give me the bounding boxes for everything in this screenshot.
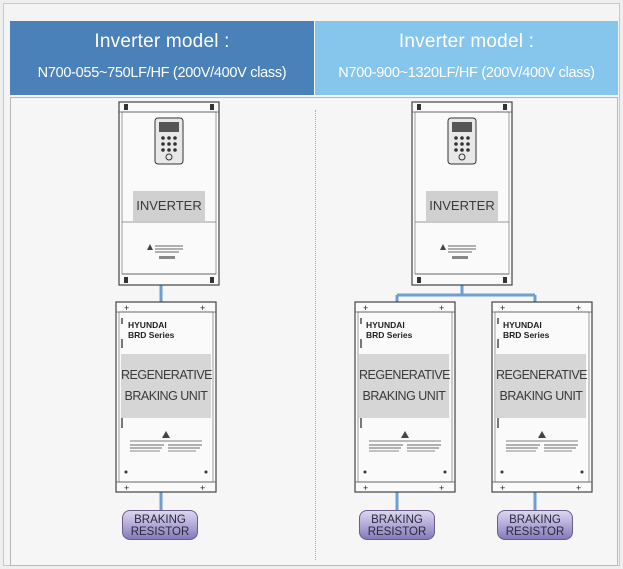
brd-brand-right-a: HYUNDAI BRD Series — [366, 320, 412, 340]
regen-line1: REGENERATIVE — [359, 368, 451, 382]
resistor-line2: RESISTOR — [367, 526, 427, 538]
resistor-line1: BRAKING — [371, 514, 423, 526]
braking-resistor-left: BRAKING RESISTOR — [122, 510, 198, 540]
resistor-line1: BRAKING — [134, 514, 186, 526]
connectors — [159, 285, 537, 510]
regen-label-right-a: REGENERATIVE BRAKING UNIT — [359, 354, 451, 418]
braking-resistor-right-a: BRAKING RESISTOR — [359, 510, 435, 540]
regen-line2: BRAKING UNIT — [124, 389, 208, 403]
brd-brand-name: HYUNDAI — [366, 320, 405, 330]
brd-series-name: BRD Series — [366, 330, 413, 340]
header-left-title: Inverter model : — [94, 31, 230, 52]
regen-line2: BRAKING UNIT — [499, 389, 583, 403]
regen-line1: REGENERATIVE — [121, 368, 213, 382]
brd-series-name: BRD Series — [503, 330, 550, 340]
header-right-title: Inverter model : — [398, 31, 535, 52]
brd-brand-left: HYUNDAI BRD Series — [128, 320, 174, 340]
resistor-line2: RESISTOR — [505, 526, 565, 538]
regen-line1: REGENERATIVE — [496, 368, 588, 382]
header-left-model: N700-055~750LF/HF (200V/400V class) — [37, 65, 287, 81]
brd-brand-right-b: HYUNDAI BRD Series — [503, 320, 549, 340]
brd-brand-name: HYUNDAI — [503, 320, 542, 330]
resistor-line1: BRAKING — [509, 514, 561, 526]
regen-line2: BRAKING UNIT — [362, 389, 446, 403]
brd-series-name: BRD Series — [128, 330, 175, 340]
regen-label-right-b: REGENERATIVE BRAKING UNIT — [496, 354, 588, 418]
regen-label-left: REGENERATIVE BRAKING UNIT — [121, 354, 213, 418]
braking-resistor-right-b: BRAKING RESISTOR — [497, 510, 573, 540]
column-divider — [315, 110, 316, 560]
resistor-line2: RESISTOR — [130, 526, 190, 538]
brd-brand-name: HYUNDAI — [128, 320, 167, 330]
header-right: Inverter model : N700-900~1320LF/HF (200… — [315, 21, 618, 95]
header-left: Inverter model : N700-055~750LF/HF (200V… — [10, 21, 314, 95]
inverter-label-right: INVERTER — [426, 191, 498, 221]
inverter-label-left: INVERTER — [133, 191, 205, 221]
header-right-model: N700-900~1320LF/HF (200V/400V class) — [338, 65, 595, 81]
